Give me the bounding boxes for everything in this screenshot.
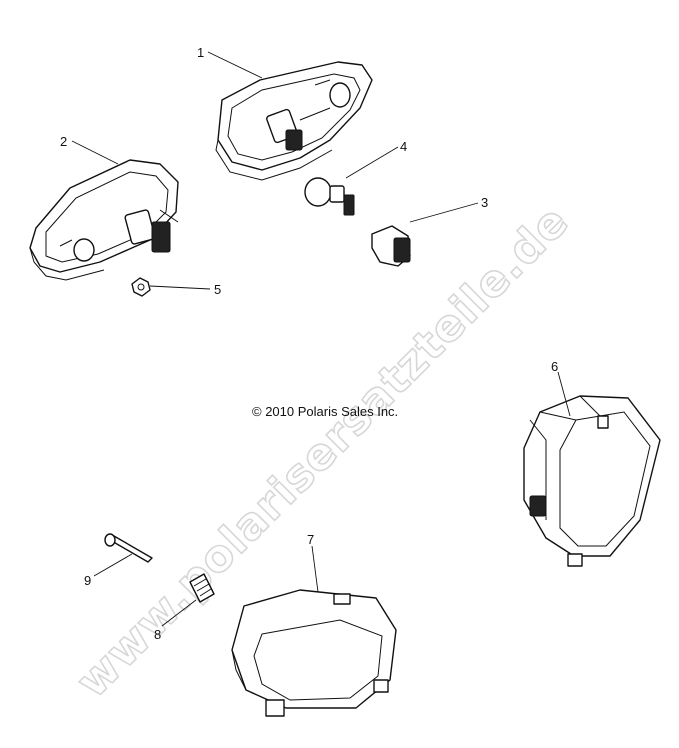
callout-3: 3 [481,195,488,210]
callout-5: 5 [214,282,221,297]
callout-1: 1 [197,45,204,60]
callout-4: 4 [400,139,407,154]
copyright-text: © 2010 Polaris Sales Inc. [252,404,398,419]
headlight-assembly-7 [231,589,397,717]
callout-7: 7 [307,532,314,547]
callout-9: 9 [84,573,91,588]
nut-5 [131,277,151,297]
taillight-housing-2 [29,159,179,281]
socket-3 [371,225,411,267]
taillight-housing-1 [215,61,373,181]
callout-8: 8 [154,627,161,642]
callout-6: 6 [551,359,558,374]
headlight-assembly-6 [523,395,661,567]
callout-2: 2 [60,134,67,149]
spring-8 [189,573,215,603]
pin-9 [104,533,153,563]
leader-lines [71,51,571,627]
bulb-4 [304,177,355,216]
